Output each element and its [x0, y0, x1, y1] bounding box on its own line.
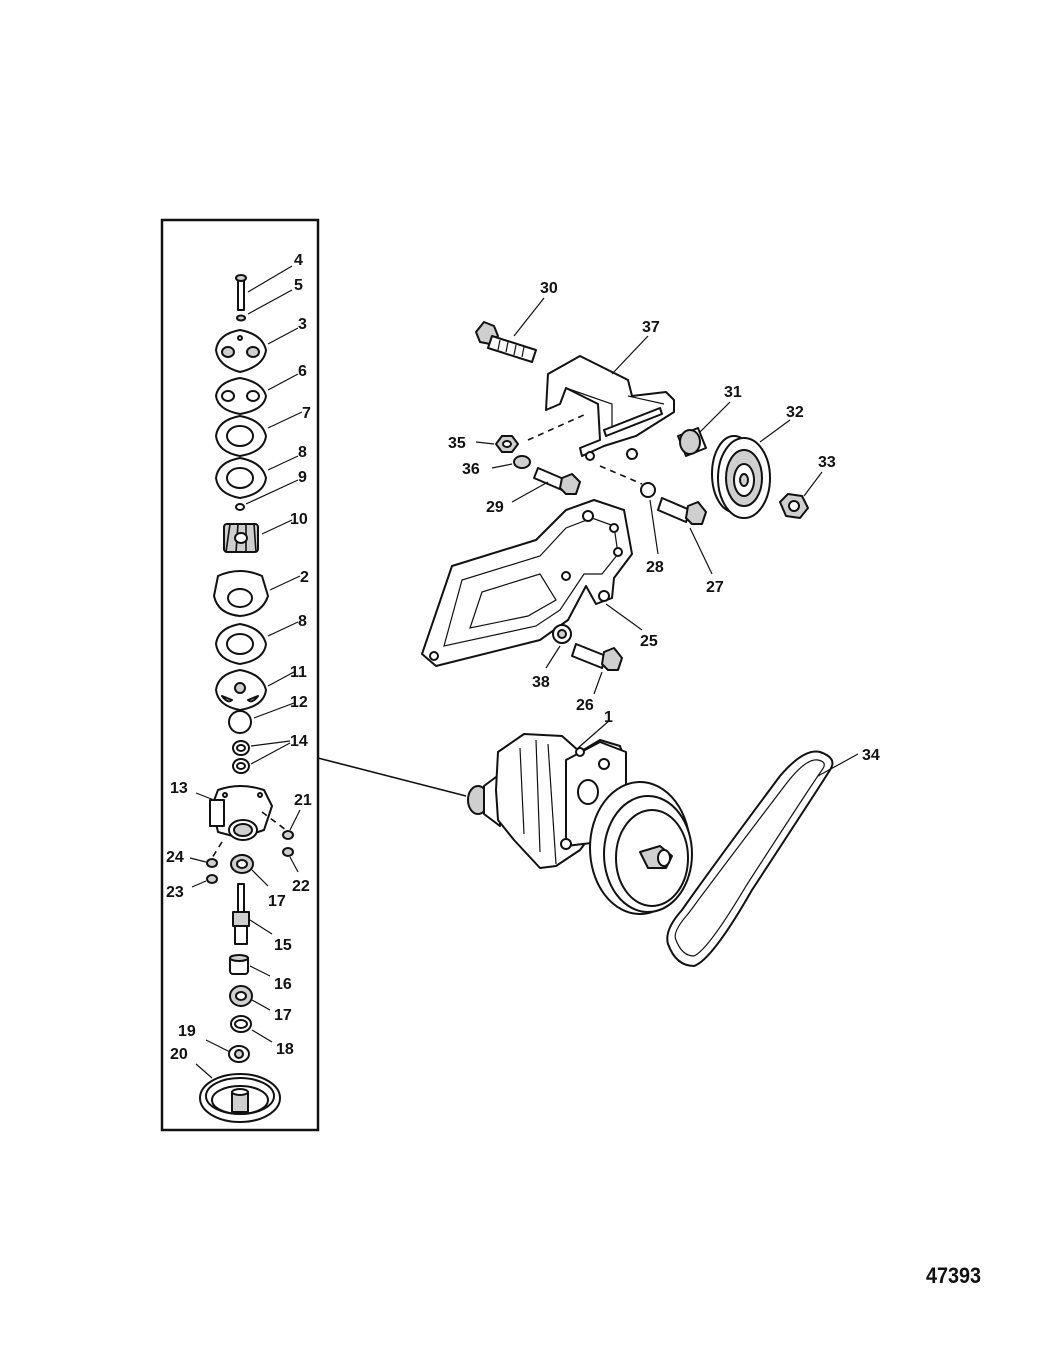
- callout-32: 32: [786, 404, 804, 421]
- bearing-part: [230, 854, 254, 874]
- callout-1: 1: [604, 709, 613, 726]
- washer-part-24: [206, 858, 218, 868]
- nut-part-23: [206, 874, 218, 884]
- callout-20: 20: [170, 1046, 188, 1063]
- callout-31: 31: [724, 384, 742, 401]
- callout-3: 3: [298, 316, 307, 333]
- callout-18: 18: [276, 1041, 294, 1058]
- stud-part: [475, 321, 537, 363]
- callout-16: 16: [274, 976, 292, 993]
- callout-9: 9: [298, 469, 307, 486]
- callout-35: 35: [448, 435, 466, 452]
- gasket-part-3: [215, 623, 267, 665]
- impeller-part: [223, 523, 259, 553]
- washer-part-38: [552, 624, 572, 644]
- callout-36: 36: [462, 461, 480, 478]
- callout-11: 11: [290, 664, 307, 681]
- callout-17-upper: 17: [268, 893, 286, 910]
- callout-6: 6: [298, 363, 307, 380]
- pump-body-part: [213, 570, 269, 617]
- callout-10: 10: [290, 511, 308, 528]
- washer-part: [236, 314, 246, 322]
- mounting-bracket-part: [545, 355, 675, 461]
- nut-part-22: [282, 847, 294, 857]
- washer-part-21: [282, 830, 294, 840]
- retaining-ring-part: [230, 1015, 252, 1033]
- callout-37: 37: [642, 319, 660, 336]
- support-bracket-part: [421, 499, 633, 667]
- callout-23: 23: [166, 884, 184, 901]
- washer-part-28: [640, 482, 656, 498]
- screw-part: [235, 274, 247, 311]
- spacer-part-31: [677, 427, 707, 457]
- callout-29: 29: [486, 499, 504, 516]
- nut-part-35: [495, 435, 519, 453]
- callout-4: 4: [294, 252, 303, 269]
- gasket-part: [215, 377, 267, 415]
- bolt-part-26: [571, 643, 623, 671]
- gasket-part-2: [215, 457, 267, 499]
- callout-38: 38: [532, 674, 550, 691]
- callout-7: 7: [302, 405, 311, 422]
- shaft-part: [232, 883, 250, 945]
- callout-21: 21: [294, 792, 312, 809]
- exploded-view-panel: [160, 218, 320, 1132]
- callout-8-upper: 8: [298, 444, 307, 461]
- callout-24: 24: [166, 849, 184, 866]
- callout-34: 34: [862, 747, 880, 764]
- hub-nut-part: [228, 1045, 250, 1063]
- nut-part-33: [779, 493, 809, 519]
- callout-26: 26: [576, 697, 594, 714]
- callout-14: 14: [290, 733, 308, 750]
- callout-19: 19: [178, 1023, 196, 1040]
- seal-parts: [232, 740, 250, 774]
- o-ring-part: [228, 710, 252, 734]
- callout-2: 2: [300, 569, 309, 586]
- callout-27: 27: [706, 579, 724, 596]
- bearing-part-2: [229, 985, 253, 1007]
- callout-13: 13: [170, 780, 188, 797]
- spacer-part: [229, 954, 249, 975]
- callout-12: 12: [290, 694, 308, 711]
- callout-28: 28: [646, 559, 664, 576]
- callout-15: 15: [274, 937, 292, 954]
- callout-17-lower: 17: [274, 1007, 292, 1024]
- idler-pulley-part: [711, 435, 771, 519]
- panel-connector-line: [317, 757, 467, 797]
- callout-30: 30: [540, 280, 558, 297]
- callout-labels: 4 5 3 6 7 8 9 10 2 8 11 12 14 13 21 24 2…: [166, 252, 880, 1063]
- wear-plate-part: [215, 415, 267, 457]
- callout-25: 25: [640, 633, 658, 650]
- bolt-part-29: [533, 467, 581, 495]
- drive-belt-part: [666, 750, 834, 967]
- callout-33: 33: [818, 454, 836, 471]
- cover-plate-part: [215, 329, 267, 373]
- callout-5: 5: [294, 277, 303, 294]
- callout-22: 22: [292, 878, 310, 895]
- lower-plate-part: [215, 669, 267, 711]
- callout-8-lower: 8: [298, 613, 307, 630]
- figure-number: 47393: [926, 1263, 982, 1288]
- seawater-pump-assembly: [467, 733, 693, 915]
- key-part: [235, 503, 245, 511]
- pulley-part: [199, 1073, 281, 1123]
- washer-part-36: [513, 455, 531, 469]
- bearing-housing-part: [209, 785, 273, 841]
- bolt-part-27: [657, 497, 707, 525]
